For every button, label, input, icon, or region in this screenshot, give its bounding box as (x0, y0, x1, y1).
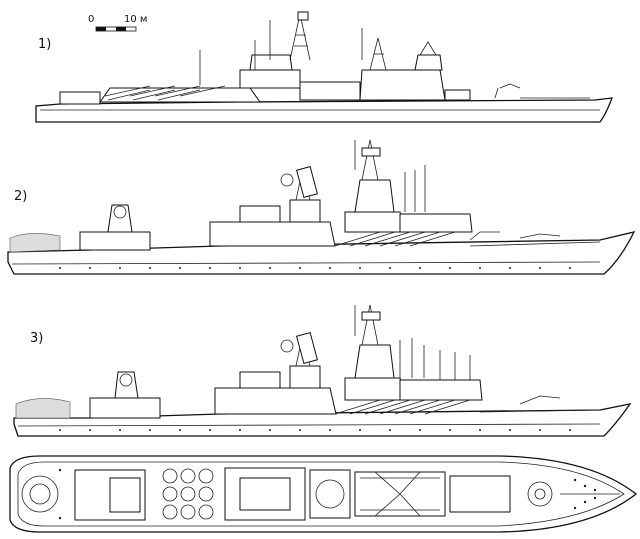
scale-ten-label: 10 м (124, 14, 147, 25)
view-label-2: 2) (14, 189, 27, 204)
ship-profile-1: 1) (35, 11, 613, 123)
view-label-3: 3) (30, 331, 43, 346)
ship-profile-3: 3) (13, 304, 632, 437)
ship-plan-view (9, 455, 638, 533)
scale-bar: 0 10 м (88, 14, 147, 32)
ship-profile-2: 2) (7, 139, 636, 275)
view-label-1: 1) (38, 37, 51, 52)
scale-zero-label: 0 (88, 14, 94, 25)
